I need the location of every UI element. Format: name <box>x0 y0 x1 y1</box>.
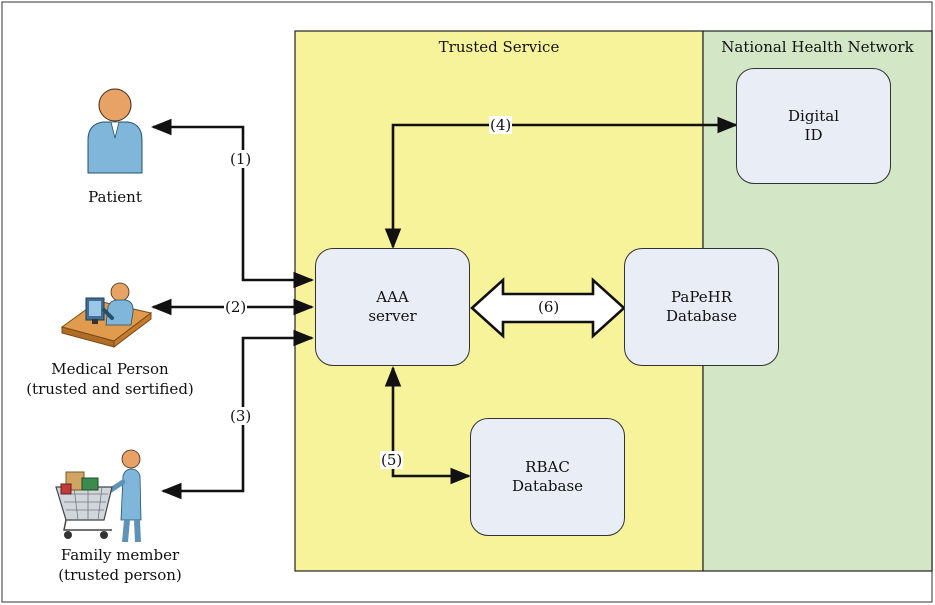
digital-id-label-line1: Digital <box>788 107 839 126</box>
national-health-network-title: National Health Network <box>721 38 914 56</box>
step-label-1: (1) <box>229 150 253 168</box>
family-member-cart-icon <box>55 449 142 542</box>
aaa-server-box: AAA server <box>315 248 470 366</box>
aaa-server-label-line2: server <box>368 307 417 325</box>
patient-label: Patient <box>88 188 142 206</box>
medical-person-label: Medical Person <box>51 360 169 378</box>
step-label-4: (4) <box>489 116 513 134</box>
digital-id-box: Digital ID <box>736 68 891 184</box>
aaa-server-label-line1: AAA <box>376 288 409 307</box>
papehr-database-label-line1: PaPeHR <box>670 288 733 307</box>
rbac-database-label-line2: Database <box>511 477 584 495</box>
connector-4 <box>384 116 739 250</box>
step-label-5: (5) <box>380 451 404 469</box>
family-member-label: Family member <box>60 546 180 564</box>
trusted-service-title: Trusted Service <box>438 38 560 56</box>
step-label-3: (3) <box>229 407 253 425</box>
medical-person-note: (trusted and sertified) <box>26 380 194 398</box>
medical-person-at-desk-icon <box>60 282 153 349</box>
step-label-6: (6) <box>538 298 560 316</box>
papehr-database-box: PaPeHR Database <box>624 248 779 366</box>
step-label-2: (2) <box>224 298 248 316</box>
patient-person-icon <box>87 88 143 174</box>
family-member-note: (trusted person) <box>58 566 182 584</box>
rbac-database-box: RBAC Database <box>470 418 625 536</box>
rbac-database-label-line1: RBAC <box>525 458 570 477</box>
digital-id-label-line2: ID <box>804 126 823 144</box>
connector-1 <box>150 118 315 289</box>
connector-5 <box>384 365 472 485</box>
papehr-database-label-line2: Database <box>665 307 738 325</box>
